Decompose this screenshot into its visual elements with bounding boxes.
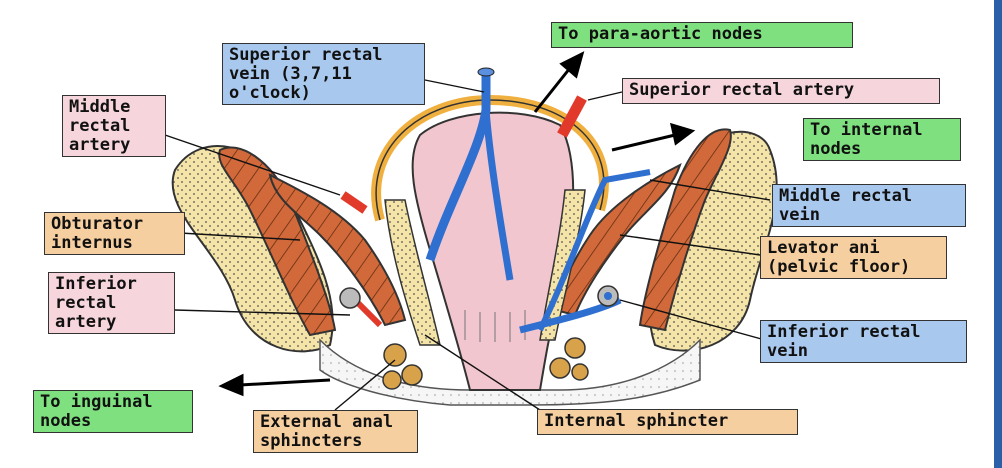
middle-rectal-artery-vessel [340,191,368,214]
lymph-arrows [218,51,696,397]
left-external-sphincter [382,343,423,390]
label-inferior-rectal-vein: Inferior rectal vein [760,320,967,363]
right-external-sphincter [549,337,589,381]
label-external-anal-sphincters: External anal sphincters [253,410,418,453]
label-levator-ani: Levator ani (pelvic floor) [760,236,947,279]
label-superior-rectal-vein: Superior rectal vein (3,7,11 o'clock) [222,43,425,105]
superior-rectal-artery-vessel [557,95,587,138]
slide-edge-bar [994,0,1002,468]
perineal-skin [319,338,701,406]
label-inferior-rectal-artery: Inferior rectal artery [48,272,175,334]
label-superior-rectal-artery: Superior rectal artery [622,78,940,104]
middle-rectal-vein-vessel [537,169,651,332]
label-internal-sphincter: Internal sphincter [537,409,798,435]
label-to-inguinal-nodes: To inguinal nodes [33,390,193,433]
label-middle-rectal-vein: Middle rectal vein [772,184,966,227]
left-levator-ani [268,173,407,327]
leader-lines [164,79,771,411]
label-middle-rectal-artery: Middle rectal artery [62,95,166,157]
label-obturator-internus: Obturator internus [44,212,185,255]
right-obturator-internus [638,128,732,332]
label-to-internal-nodes: To internal nodes [803,118,961,161]
label-to-para-aortic-nodes: To para-aortic nodes [551,22,853,48]
inferior-rectal-artery-vessel [352,297,383,328]
